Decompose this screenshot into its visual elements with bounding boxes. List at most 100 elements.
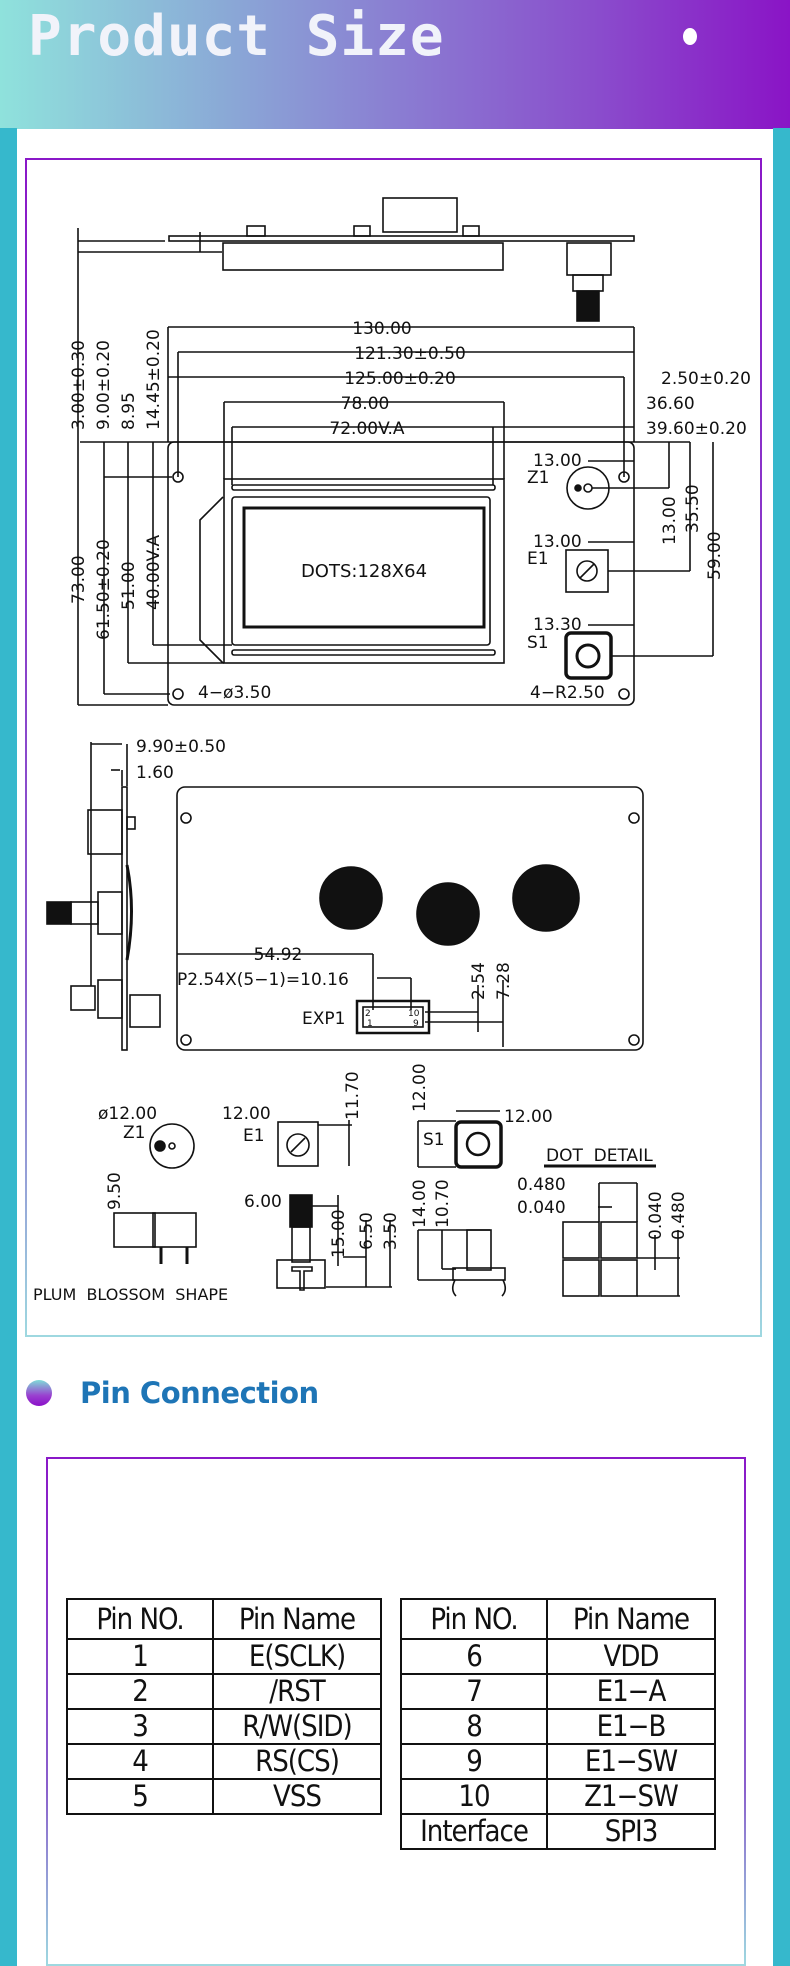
pin-no: 6 [400,1638,548,1675]
pin-name: E(SCLK) [212,1638,382,1675]
pin-name: VSS [212,1778,382,1815]
side-view-left [46,742,161,1051]
dim-z1-v: 13.00 [660,496,680,545]
encoder-body-side [566,242,612,276]
header-pin-no: Pin NO. [66,1598,214,1640]
header-pin-name: Pin Name [212,1598,382,1640]
pin-name: VDD [546,1638,716,1675]
e1-detail [277,1121,319,1167]
dim-connector-offset: 54.92 [254,945,303,965]
left-side-strip [0,128,17,1966]
label-e1-detail: E1 [243,1126,265,1146]
bullet-dot-icon [683,28,697,45]
dim-offset-1: 8.95 [119,392,139,430]
dim-s1-h1: 14.00 [410,1179,430,1228]
dim-dot-gap: 0.040 [517,1198,566,1218]
lcd-dots-label: DOTS:128X64 [301,561,427,582]
label-pin-2: 2 [365,1009,371,1019]
mount-hole [618,688,630,700]
pin-name: SPI3 [546,1813,716,1850]
header-pin-name: Pin Name [546,1598,716,1640]
dim-s1-v: 59.00 [705,531,725,580]
dim-module-height: 51.00 [119,561,139,610]
table-header-row: Pin NO. Pin Name [400,1598,716,1640]
dot [562,1221,600,1259]
rear-view [176,786,644,1051]
z1-side [152,1212,197,1248]
pin-no: 3 [66,1708,214,1745]
side-view-top [78,197,635,322]
dim-z1-diameter: ø12.00 [98,1104,157,1124]
component-pad [512,864,580,932]
dim-row-pitch: 2.54 [469,962,489,1000]
pin-name: R/W(SID) [212,1708,382,1745]
dim-e1-h1: 15.00 [329,1209,349,1258]
lcd-screen [242,506,486,629]
dim-connector-height: 7.28 [494,962,514,1000]
dimension-drawing: 130.00 121.30±0.50 125.00±0.20 78.00 72.… [33,197,751,1304]
dim-view-area-height: 40.00V.A [144,534,164,610]
lcd-module [223,478,505,664]
dim-e1-width: 12.00 [222,1104,271,1124]
front-view [77,228,714,706]
dim-thickness-1: 3.00±0.30 [69,340,89,430]
lcd-body-side [222,242,504,271]
dim-module-width: 78.00 [341,394,390,414]
pin-name: E1−A [546,1673,716,1710]
dim-e1-v: 35.50 [683,484,703,533]
label-plum-blossom-shape: PLUM BLOSSOM SHAPE [33,1285,228,1304]
component-pad [319,866,383,930]
label-s1-detail: S1 [423,1130,445,1150]
dim-thickness-2: 9.00±0.20 [94,340,114,430]
dim-e1-h3: 3.50 [381,1212,401,1250]
dim-right-margin-2: 39.60±0.20 [646,419,747,439]
label-pin-1: 1 [367,1019,373,1029]
pcb-rear [176,786,644,1051]
page-title: Product Size [28,4,445,69]
label-z1-detail: Z1 [123,1123,145,1143]
e1-knob [289,1194,313,1228]
product-size-banner: Product Size [0,0,790,129]
dim-e1-offset: 13.00 [533,532,582,552]
dim-hole-spacing: 121.30±0.50 [354,344,466,364]
label-pin-10: 10 [408,1009,420,1019]
dim-e1-height: 11.70 [343,1071,363,1120]
gradient-bullet-icon [26,1380,52,1406]
component-pad [416,882,480,946]
pin-name: E1−B [546,1708,716,1745]
pin-no: 9 [400,1743,548,1780]
dim-s1-offset: 13.30 [533,615,582,635]
dim-depth: 9.90±0.50 [136,737,226,757]
label-e1: E1 [527,549,549,569]
s1-button [466,1229,492,1271]
dim-overall-width: 130.00 [352,319,411,339]
pin-name: /RST [212,1673,382,1710]
right-side-strip [773,128,790,1966]
dim-edge-offset: 2.50±0.20 [661,369,751,389]
dim-pitch: P2.54X(5−1)=10.16 [177,970,349,990]
pin-no: 7 [400,1673,548,1710]
dim-e1-h2: 6.50 [357,1212,377,1250]
dim-hole-spacing-v: 61.50±0.20 [94,539,114,640]
dim-e1-knob: 6.00 [244,1192,282,1212]
dim-right-margin-1: 36.60 [646,394,695,414]
dim-overall-height: 73.00 [69,555,89,604]
dim-z1-height: 9.50 [105,1172,125,1210]
dot-detail-title: DOT DETAIL [546,1146,653,1166]
s1-detail [454,1120,503,1169]
mount-hole [172,688,184,700]
label-exp1: EXP1 [302,1009,345,1029]
encoder-knob-side [46,901,72,925]
dimension-drawing-frame [25,158,762,1337]
pin-no: 1 [66,1638,214,1675]
pin-name: RS(CS) [212,1743,382,1780]
table-header-row: Pin NO. Pin Name [66,1598,382,1640]
dot [562,1259,600,1297]
